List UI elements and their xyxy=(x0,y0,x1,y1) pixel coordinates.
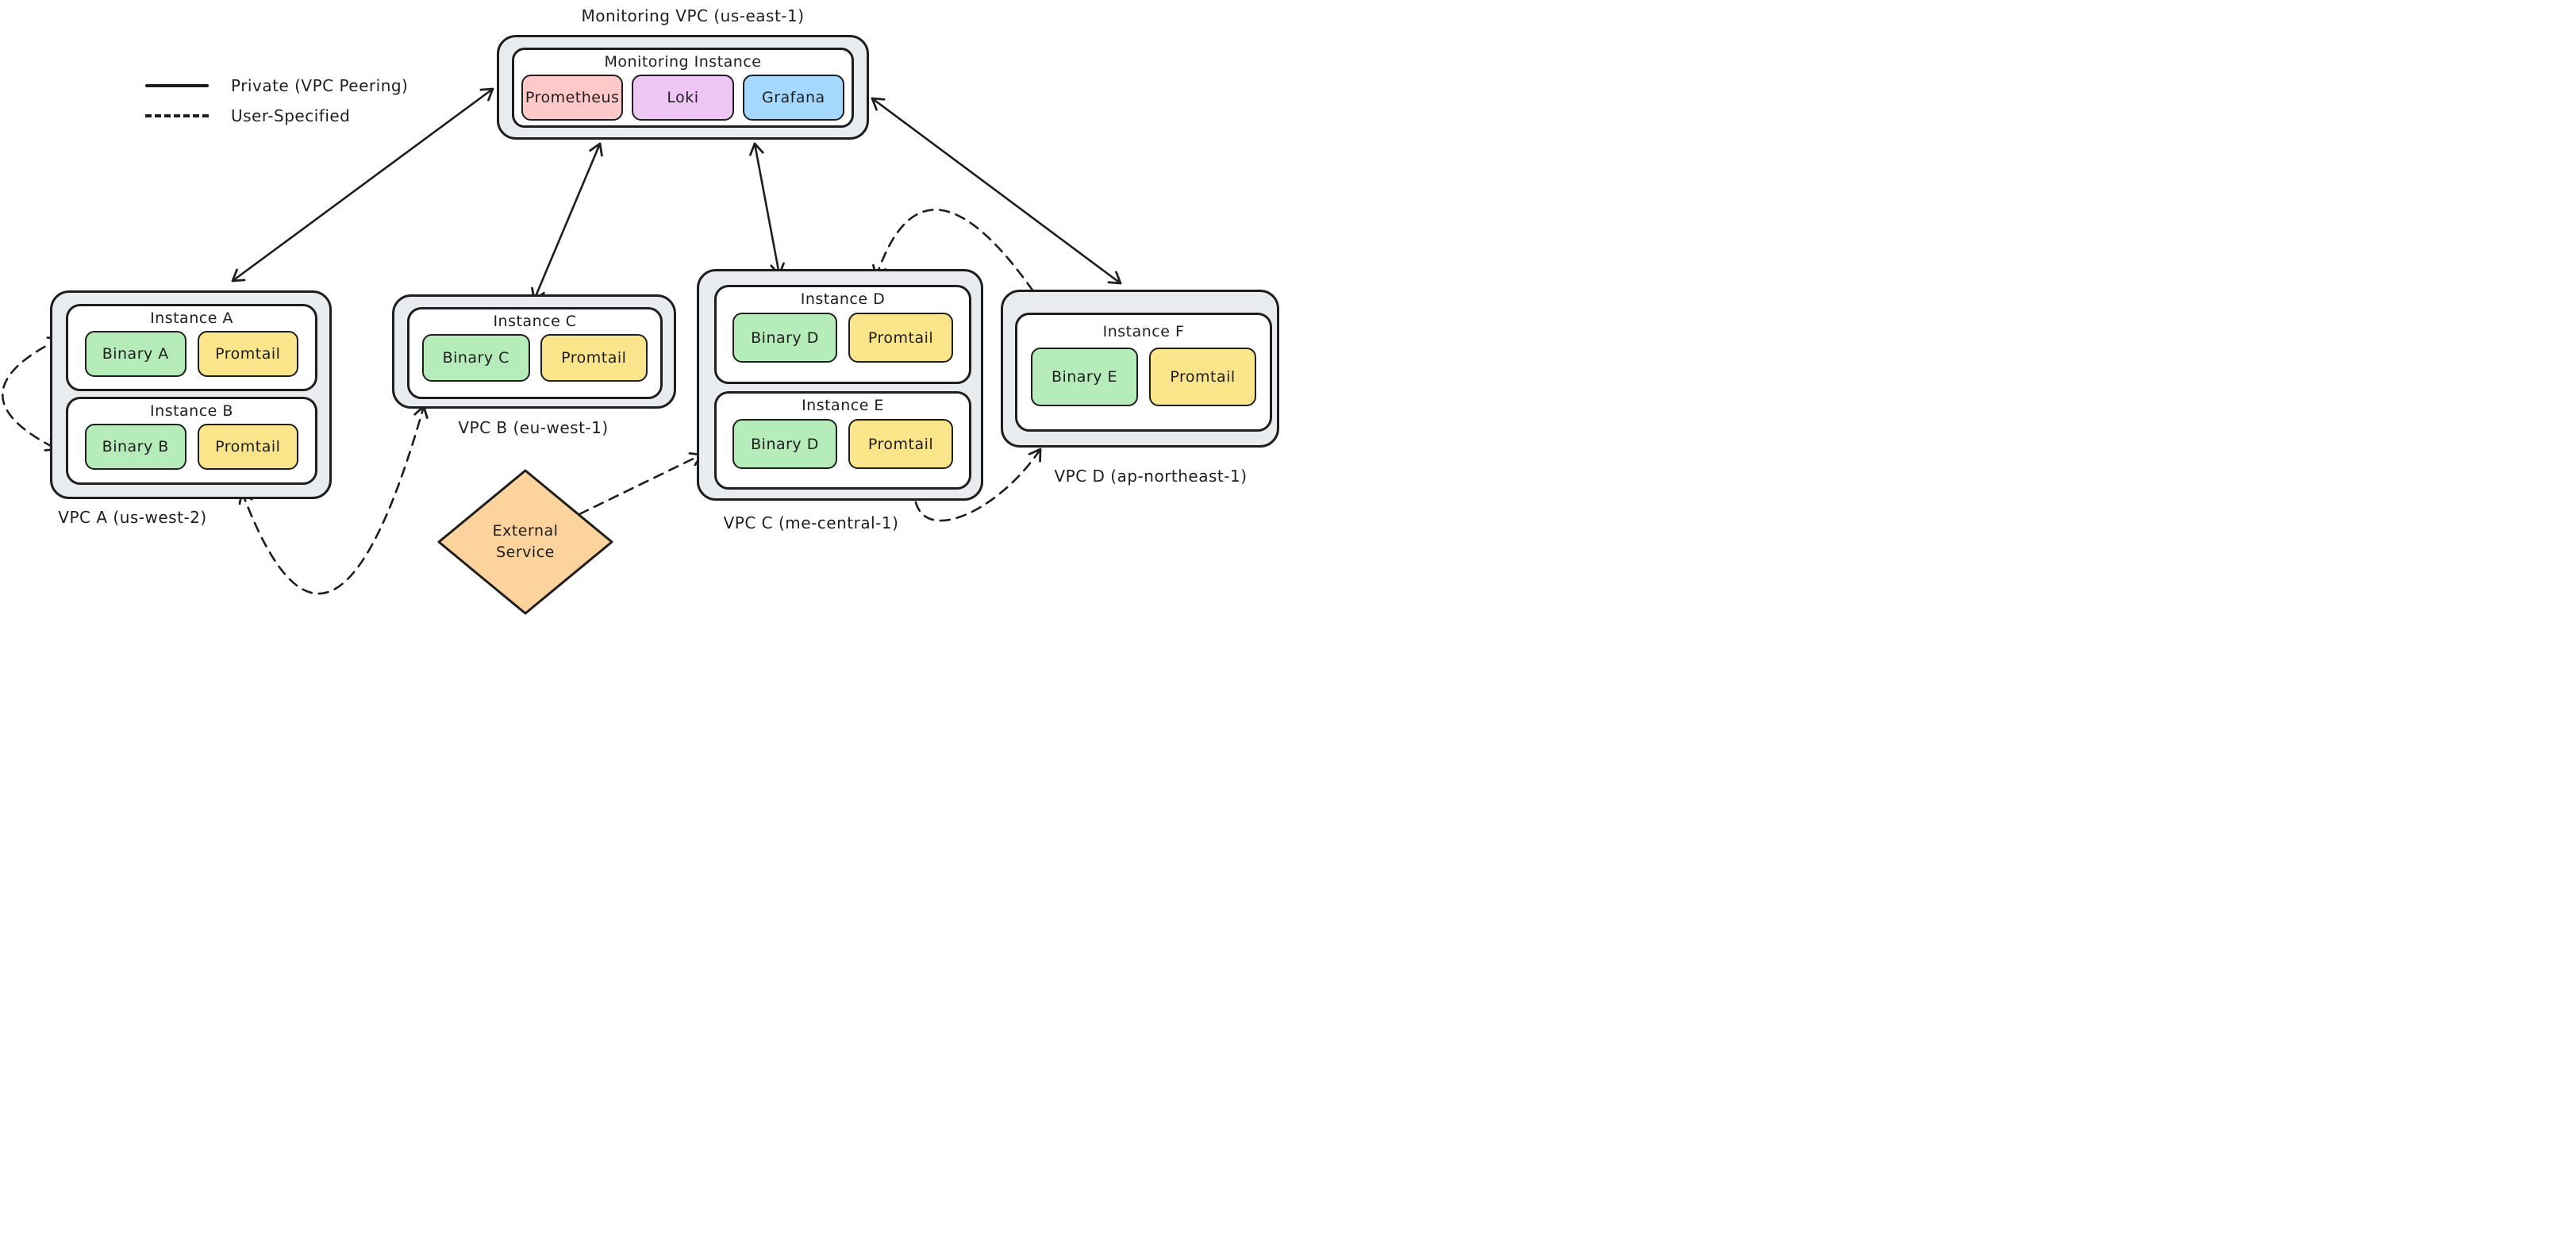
connection-external-service-instance-e xyxy=(578,452,703,516)
vpc-a-container: Instance A Binary A Promtail Instance B … xyxy=(50,290,332,499)
promtail-chip: Promtail xyxy=(540,334,648,382)
instance-a-title: Instance A xyxy=(150,309,233,327)
promtail-chip: Promtail xyxy=(1149,348,1256,406)
instance-a-box: Instance A Binary A Promtail xyxy=(66,304,317,391)
connections-layer xyxy=(1,87,1122,615)
instance-e-box: Instance E Binary D Promtail xyxy=(714,391,971,490)
binary-b-chip: Binary B xyxy=(85,424,186,470)
legend-item-user-specified: User-Specified xyxy=(145,106,350,125)
monitoring-instance-box: Monitoring Instance Prometheus Loki Graf… xyxy=(512,48,854,128)
promtail-chip: Promtail xyxy=(848,313,953,363)
binary-e-chip: Binary E xyxy=(1031,348,1138,406)
grafana-chip: Grafana xyxy=(742,75,844,121)
promtail-chip: Promtail xyxy=(848,419,953,469)
vpc-d-container: Instance F Binary E Promtail xyxy=(1001,290,1279,448)
legend-private-label: Private (VPC Peering) xyxy=(231,76,409,95)
external-service-diamond xyxy=(437,469,613,615)
vpc-c-label: VPC C (me-central-1) xyxy=(723,513,899,532)
connection-monitoring-vpc-d xyxy=(871,97,1122,285)
binary-d-chip: Binary D xyxy=(732,419,837,469)
instance-c-box: Instance C Binary C Promtail xyxy=(407,307,663,399)
connection-monitoring-vpc-a xyxy=(231,87,494,282)
instance-f-box: Instance F Binary E Promtail xyxy=(1015,313,1272,432)
instance-f-title: Instance F xyxy=(1102,323,1185,340)
monitoring-vpc-label: Monitoring VPC (us-east-1) xyxy=(581,6,805,25)
vpc-c-container: Instance D Binary D Promtail Instance E … xyxy=(697,269,983,501)
legend-dashed-line-sample xyxy=(145,114,209,117)
connection-monitoring-vpc-c xyxy=(749,142,785,276)
vpc-b-label: VPC B (eu-west-1) xyxy=(458,418,609,437)
binary-a-chip: Binary A xyxy=(85,331,186,377)
binary-c-chip: Binary C xyxy=(422,334,530,382)
instance-d-title: Instance D xyxy=(800,290,886,308)
instance-c-title: Instance C xyxy=(493,313,577,330)
prometheus-chip: Prometheus xyxy=(521,75,624,121)
instance-e-title: Instance E xyxy=(802,397,884,414)
legend-item-private: Private (VPC Peering) xyxy=(145,76,408,95)
connection-instance-d-vpc-d xyxy=(872,209,1044,305)
monitoring-instance-title: Monitoring Instance xyxy=(604,53,762,71)
vpc-d-label: VPC D (ap-northeast-1) xyxy=(1054,467,1248,486)
connection-instance-e-instance-f xyxy=(905,448,1042,522)
instance-d-box: Instance D Binary D Promtail xyxy=(714,285,971,384)
connection-vpc-a-vpc-b xyxy=(238,405,429,595)
instance-b-title: Instance B xyxy=(150,402,233,420)
promtail-chip: Promtail xyxy=(197,424,298,470)
vpc-b-container: Instance C Binary C Promtail xyxy=(392,294,676,409)
promtail-chip: Promtail xyxy=(197,331,298,377)
vpc-a-label: VPC A (us-west-2) xyxy=(58,508,207,527)
monitoring-vpc-container: Monitoring Instance Prometheus Loki Graf… xyxy=(497,35,869,140)
binary-d-chip: Binary D xyxy=(732,313,837,363)
legend-user-specified-label: User-Specified xyxy=(231,106,351,125)
connection-monitoring-vpc-b xyxy=(531,142,603,302)
diagram-canvas: Private (VPC Peering) User-Specified Mon… xyxy=(0,0,1288,623)
instance-b-box: Instance B Binary B Promtail xyxy=(66,397,317,485)
legend-solid-line-sample xyxy=(145,84,209,87)
loki-chip: Loki xyxy=(632,75,734,121)
connection-instance-a-instance-b xyxy=(1,336,61,452)
